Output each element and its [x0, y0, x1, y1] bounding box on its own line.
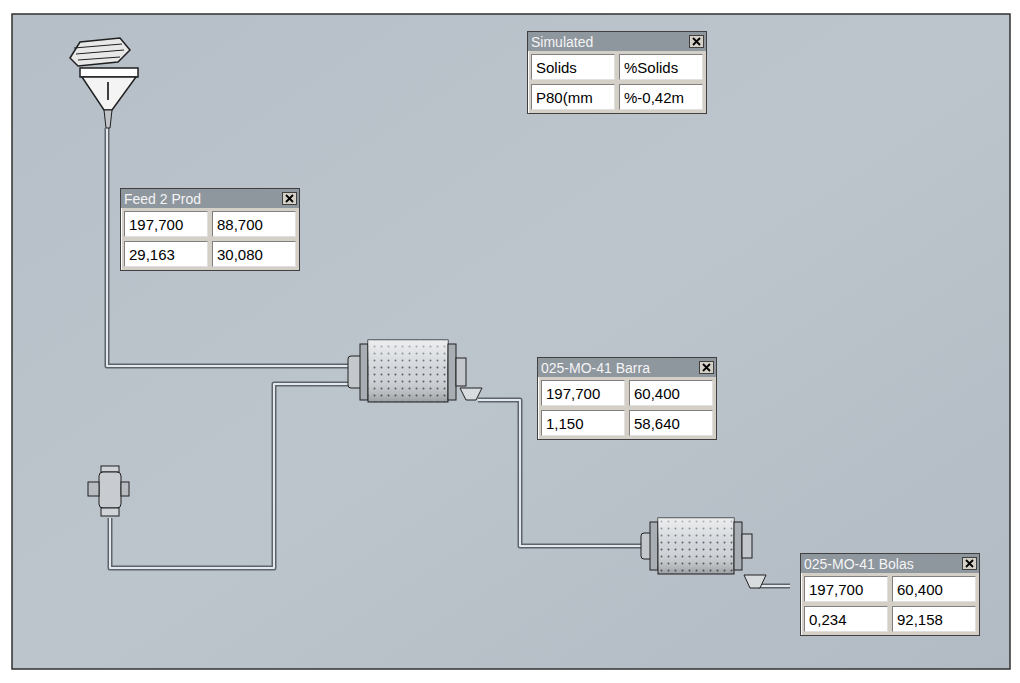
value-grid: 197,700 60,400 1,150 58,640	[538, 377, 716, 439]
cell-value: 29,163	[129, 246, 175, 263]
value-cell: P80(mm	[531, 84, 615, 110]
value-cell: %Solids	[619, 54, 703, 80]
cell-value: 60,400	[897, 581, 943, 598]
cell-value: Solids	[536, 59, 577, 76]
data-window: Feed 2 Prod 197,700 88,700 29,163 30,080	[120, 188, 300, 271]
cell-value: %Solids	[624, 59, 678, 76]
rod-mill	[348, 340, 482, 402]
cell-value: 60,400	[634, 385, 680, 402]
cell-value: 197,700	[809, 581, 863, 598]
cell-value: %-0,42m	[624, 89, 684, 106]
value-cell: 197,700	[541, 380, 625, 406]
value-grid: 197,700 88,700 29,163 30,080	[121, 208, 299, 270]
data-window: 025-MO-41 Barra 197,700 60,400 1,150 58,640	[537, 357, 717, 440]
close-button	[282, 192, 297, 205]
cell-value: 197,700	[129, 216, 183, 233]
value-cell: 197,700	[124, 211, 208, 237]
feeder-hopper	[70, 38, 138, 128]
close-button	[962, 557, 977, 570]
value-cell: %-0,42m	[619, 84, 703, 110]
cell-value: 30,080	[217, 246, 263, 263]
cell-value: 58,640	[634, 415, 680, 432]
value-cell: 88,700	[212, 211, 296, 237]
cell-value: P80(mm	[536, 89, 593, 106]
title-bar: Feed 2 Prod	[121, 189, 299, 208]
title-bar: 025-MO-41 Barra	[538, 358, 716, 377]
cell-value: 0,234	[809, 611, 847, 628]
value-cell: 92,158	[892, 606, 976, 632]
value-cell: 197,700	[804, 576, 888, 602]
value-grid: 197,700 60,400 0,234 92,158	[801, 573, 979, 635]
value-cell: 0,234	[804, 606, 888, 632]
window-title: 025-MO-41 Bolas	[804, 556, 914, 572]
pipes	[107, 128, 790, 586]
value-grid: Solids %SolidsP80(mm %-0,42m	[528, 51, 706, 113]
cell-value: 92,158	[897, 611, 943, 628]
window-title: 025-MO-41 Barra	[541, 360, 650, 376]
title-bar: 025-MO-41 Bolas	[801, 554, 979, 573]
ball-mill	[641, 518, 766, 588]
value-cell: 60,400	[892, 576, 976, 602]
value-cell: 58,640	[629, 410, 713, 436]
cell-value: 88,700	[217, 216, 263, 233]
water-valve	[88, 466, 129, 516]
close-button	[699, 361, 714, 374]
value-cell: Solids	[531, 54, 615, 80]
window-title: Feed 2 Prod	[124, 191, 201, 207]
value-cell: 30,080	[212, 241, 296, 267]
data-window: 025-MO-41 Bolas 197,700 60,400 0,234 92,158	[800, 553, 980, 636]
window-title: Simulated	[531, 34, 593, 50]
value-cell: 29,163	[124, 241, 208, 267]
data-window: SimulatedSolids %SolidsP80(mm %-0,42m	[527, 31, 707, 114]
value-cell: 1,150	[541, 410, 625, 436]
cell-value: 1,150	[546, 415, 584, 432]
close-button	[689, 35, 704, 48]
cell-value: 197,700	[546, 385, 600, 402]
value-cell: 60,400	[629, 380, 713, 406]
title-bar: Simulated	[528, 32, 706, 51]
canvas-ground	[12, 14, 1010, 669]
